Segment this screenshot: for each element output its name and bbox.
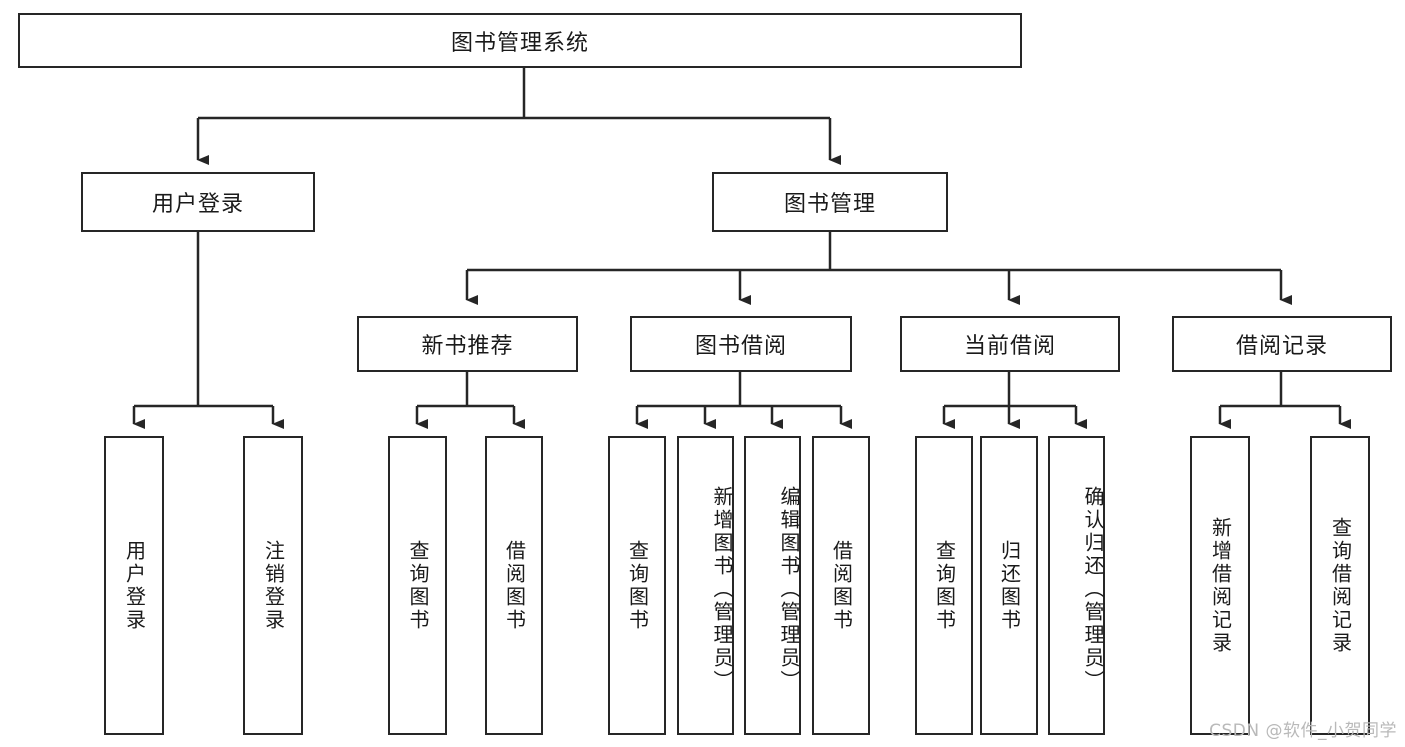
node-new-book-recommend-label: 新书推荐 bbox=[421, 334, 514, 359]
node-book-manage-label: 图书管理 bbox=[783, 192, 876, 217]
node-book-borrow-label: 图书借阅 bbox=[694, 334, 787, 359]
leaf-book-borrow-4-label: 借阅图书 bbox=[829, 539, 854, 632]
leaf-borrow-record-1-label: 新增借阅记录 bbox=[1208, 516, 1233, 655]
leaf-user-login-2[interactable]: 注销登录 bbox=[243, 436, 303, 735]
node-borrow-record-label: 借阅记录 bbox=[1235, 334, 1328, 359]
leaf-current-borrow-2[interactable]: 归还图书 bbox=[980, 436, 1038, 735]
leaf-new-book-2[interactable]: 借阅图书 bbox=[485, 436, 543, 735]
node-user-login[interactable]: 用户登录 bbox=[81, 172, 315, 232]
node-current-borrow[interactable]: 当前借阅 bbox=[900, 316, 1120, 372]
leaf-book-borrow-2[interactable]: 新增图书（管理员） bbox=[677, 436, 734, 735]
leaf-current-borrow-1-label: 查询图书 bbox=[932, 539, 957, 632]
leaf-borrow-record-2-label: 查询借阅记录 bbox=[1328, 516, 1353, 655]
node-root-label: 图书管理系统 bbox=[450, 30, 589, 56]
csdn-watermark: CSDN @软件_小贺同学 bbox=[1209, 721, 1397, 741]
leaf-current-borrow-3-label: 确认归还（管理员） bbox=[1081, 486, 1105, 693]
node-book-borrow[interactable]: 图书借阅 bbox=[630, 316, 852, 372]
leaf-current-borrow-2-label: 归还图书 bbox=[997, 539, 1022, 632]
leaf-user-login-1[interactable]: 用户登录 bbox=[104, 436, 164, 735]
leaf-new-book-1-label: 查询图书 bbox=[406, 539, 430, 632]
node-book-manage[interactable]: 图书管理 bbox=[712, 172, 948, 232]
leaf-book-borrow-1[interactable]: 查询图书 bbox=[608, 436, 666, 735]
leaf-book-borrow-3[interactable]: 编辑图书（管理员） bbox=[744, 436, 801, 735]
leaf-new-book-2-label: 借阅图书 bbox=[502, 539, 527, 632]
leaf-current-borrow-3[interactable]: 确认归还（管理员） bbox=[1048, 436, 1105, 735]
leaf-borrow-record-1[interactable]: 新增借阅记录 bbox=[1190, 436, 1250, 735]
node-root[interactable]: 图书管理系统 bbox=[18, 13, 1022, 68]
node-borrow-record[interactable]: 借阅记录 bbox=[1172, 316, 1392, 372]
node-current-borrow-label: 当前借阅 bbox=[963, 334, 1056, 359]
leaf-book-borrow-1-label: 查询图书 bbox=[625, 539, 650, 632]
node-new-book-recommend[interactable]: 新书推荐 bbox=[357, 316, 578, 372]
leaf-new-book-1[interactable]: 查询图书 bbox=[388, 436, 447, 735]
leaf-current-borrow-1[interactable]: 查询图书 bbox=[915, 436, 973, 735]
leaf-book-borrow-3-label: 编辑图书（管理员） bbox=[777, 486, 801, 693]
leaf-book-borrow-4[interactable]: 借阅图书 bbox=[812, 436, 870, 735]
leaf-user-login-1-label: 用户登录 bbox=[122, 539, 147, 632]
node-user-login-label: 用户登录 bbox=[151, 192, 244, 217]
leaf-book-borrow-2-label: 新增图书（管理员） bbox=[710, 486, 734, 693]
leaf-borrow-record-2[interactable]: 查询借阅记录 bbox=[1310, 436, 1370, 735]
leaf-user-login-2-label: 注销登录 bbox=[261, 539, 286, 632]
